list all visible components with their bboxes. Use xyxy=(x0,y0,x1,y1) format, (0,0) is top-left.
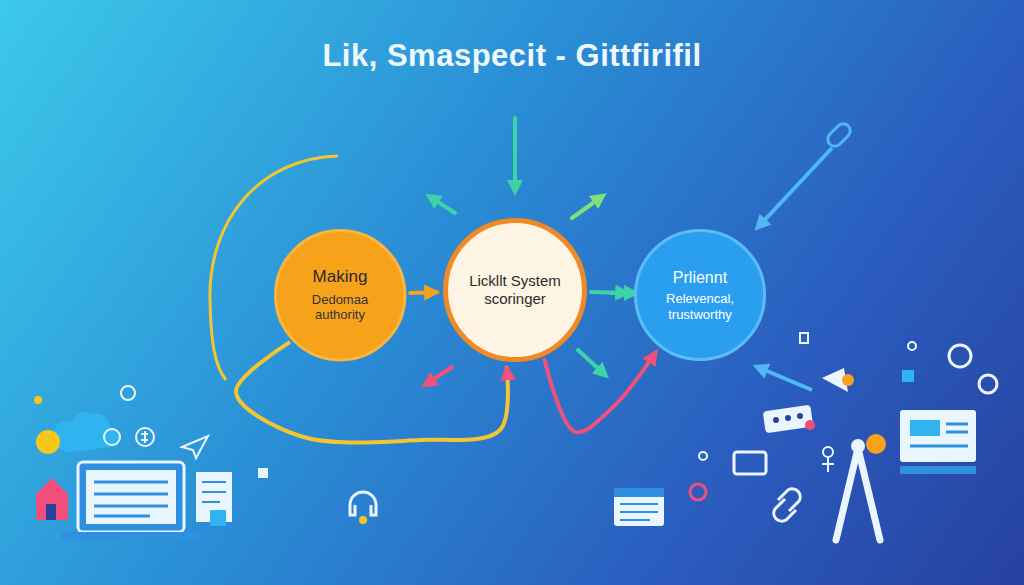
radiating-arrows xyxy=(428,118,632,383)
node-body: Relevencal, trustworthy xyxy=(649,291,751,322)
icon-cluster-left xyxy=(34,386,376,540)
node-heading: Making xyxy=(289,267,391,287)
arrow-connector xyxy=(410,290,437,295)
circle-node: Lickllt System scoringer xyxy=(443,218,587,362)
node-content: MakingDedomaa authority xyxy=(289,267,391,323)
arrow-connector xyxy=(591,292,628,293)
arrow-connector xyxy=(545,352,656,432)
diagram-title: Lik, Smaspecit - Gittfirifil xyxy=(0,38,1024,74)
circle-outline xyxy=(636,231,765,360)
circle-node: PrlienntRelevencal, trustworthy xyxy=(634,229,766,361)
circle-node: MakingDedomaa authority xyxy=(274,229,406,361)
circle-outline xyxy=(446,221,585,360)
arrow-connector xyxy=(236,343,508,443)
node-heading: Prliennt xyxy=(649,268,751,287)
node-body: Dedomaa authority xyxy=(289,292,391,323)
pointer-symbol xyxy=(760,121,853,390)
node-content: Lickllt System scoringer xyxy=(459,272,571,308)
node-content: PrlienntRelevencal, trustworthy xyxy=(649,268,751,322)
icon-cluster-right xyxy=(614,333,997,540)
node-heading: Lickllt System scoringer xyxy=(459,272,571,308)
circle-outline xyxy=(275,230,404,359)
